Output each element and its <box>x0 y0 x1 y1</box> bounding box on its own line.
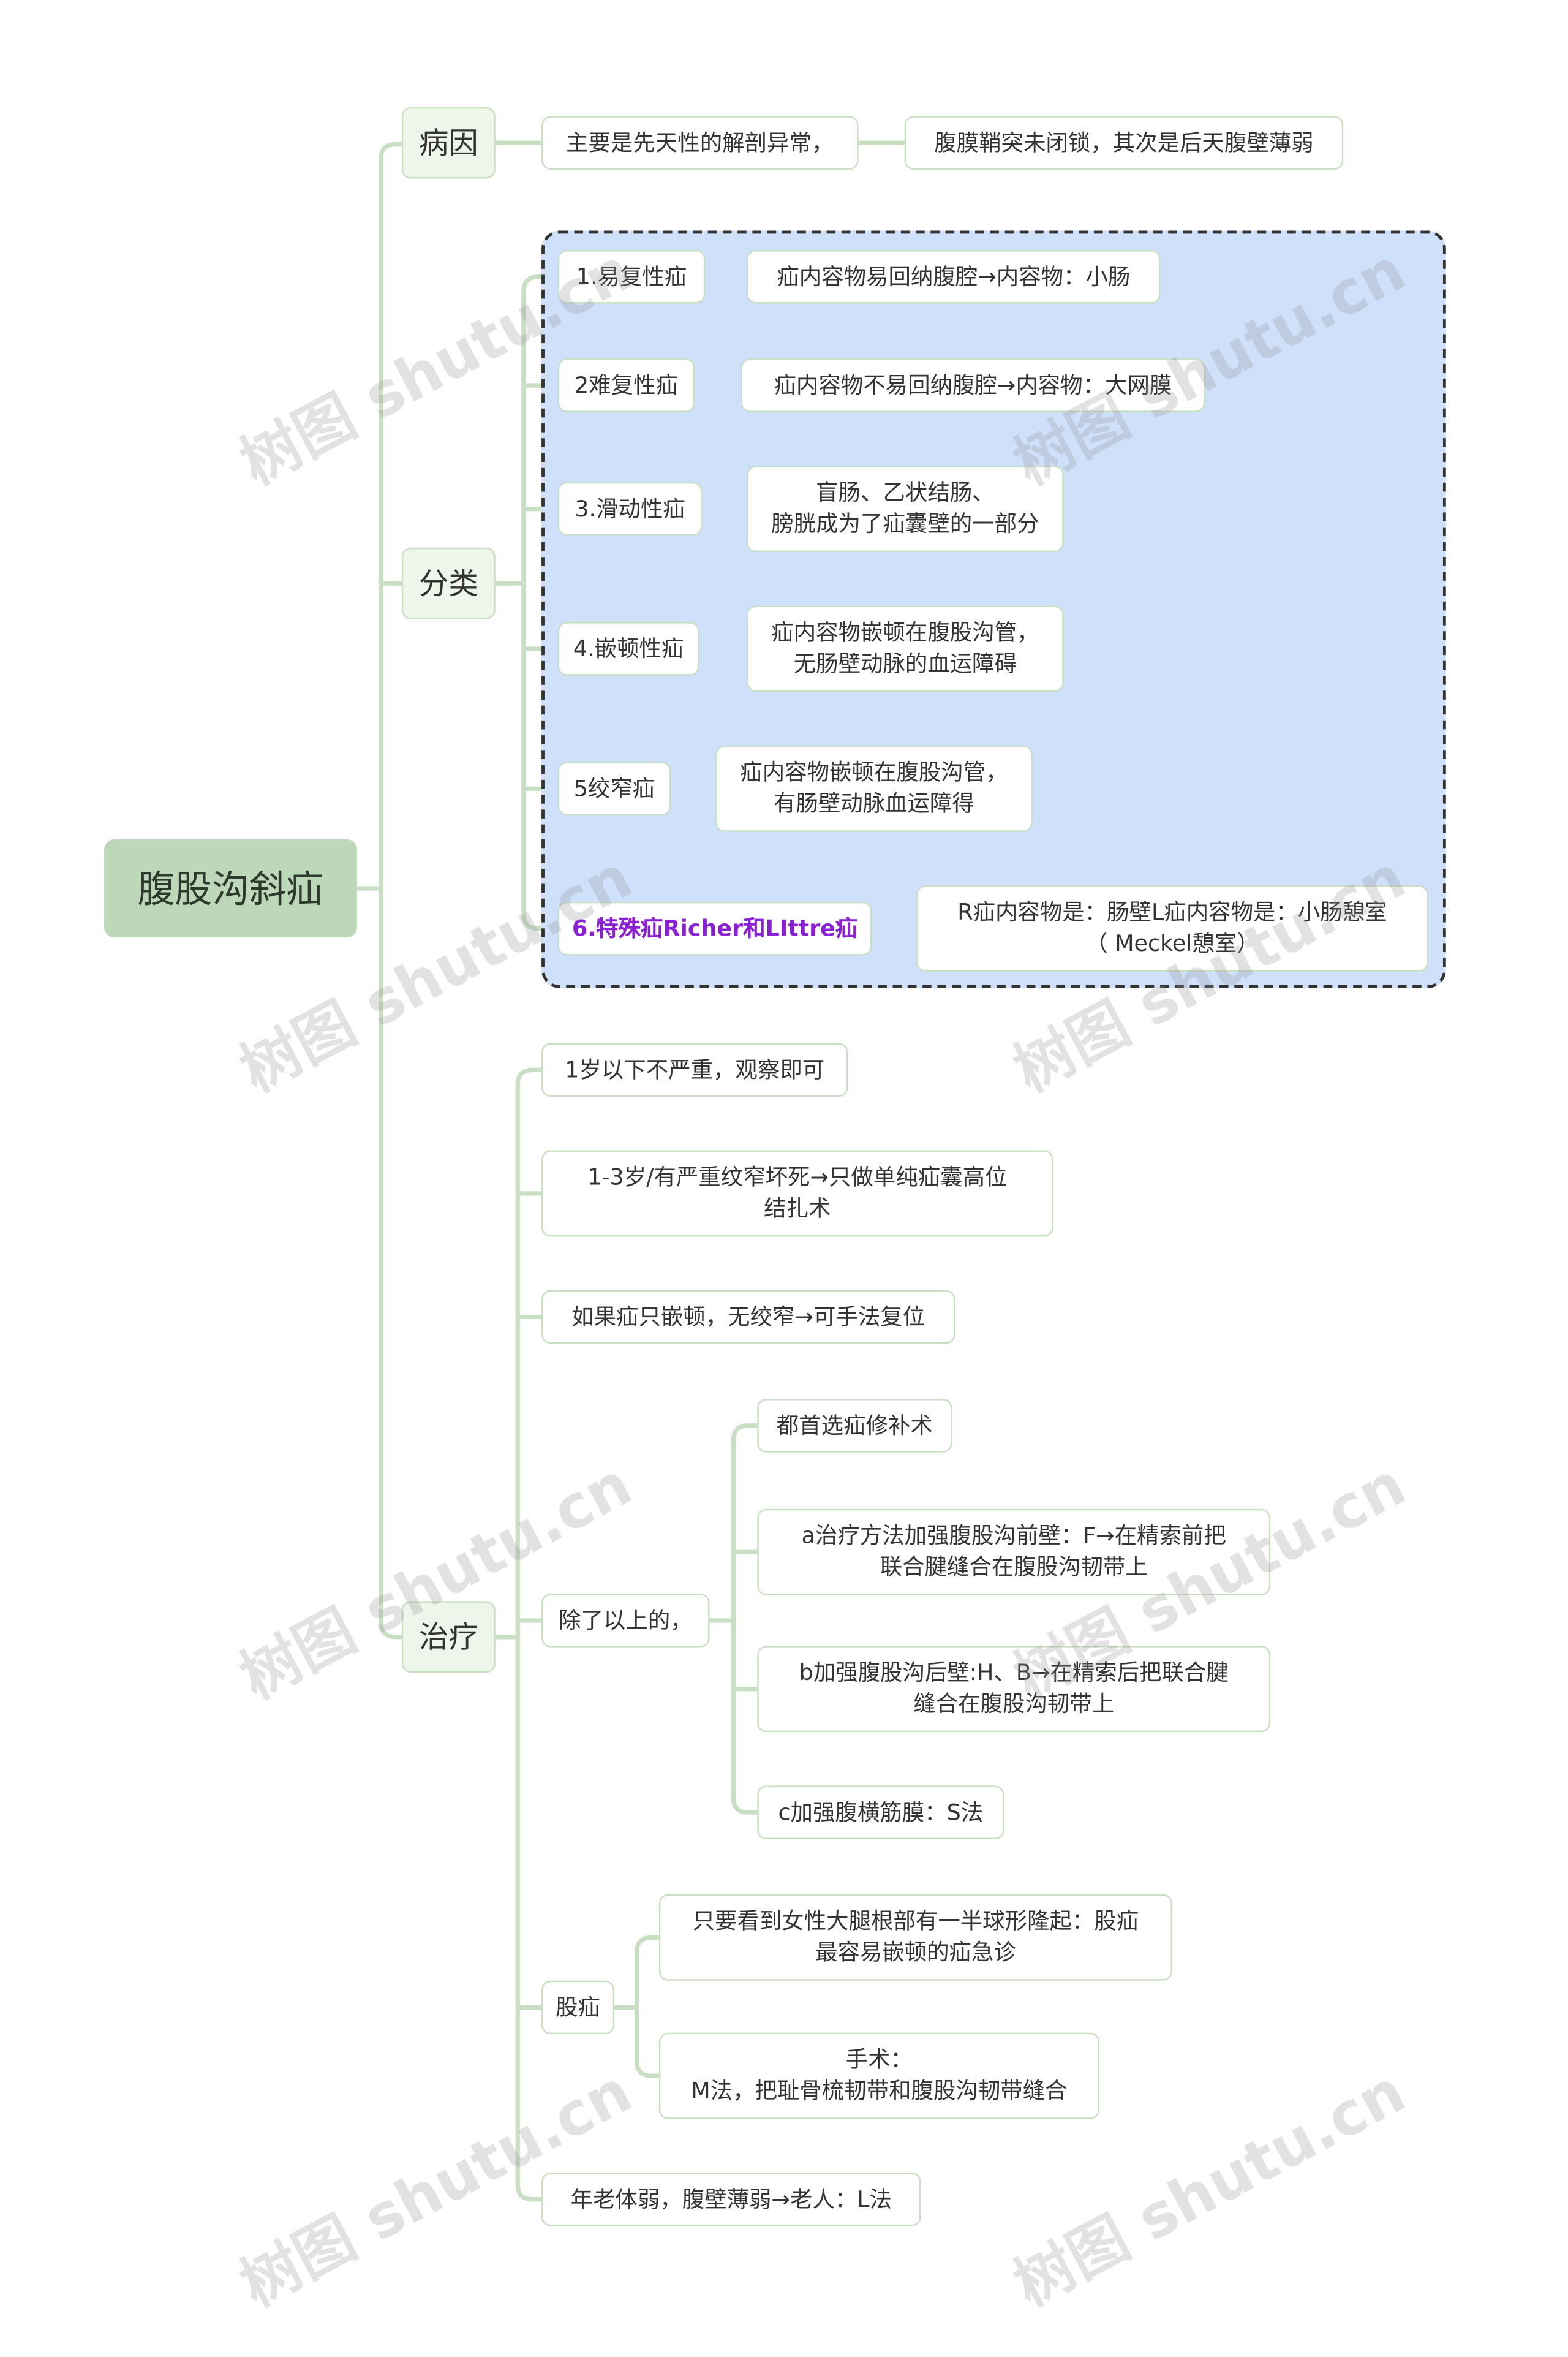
class-detail-irreducible[interactable]: 疝内容物不易回纳腹腔→内容物：大网膜 <box>741 358 1205 412</box>
repair-first-choice[interactable]: 都首选疝修补术 <box>757 1399 952 1453</box>
etiology-detail-2[interactable]: 腹膜鞘突未闭锁，其次是后天腹壁薄弱 <box>904 116 1344 170</box>
treatment-manual-reduction[interactable]: 如果疝只嵌顿，无绞窄→可手法复位 <box>541 1290 956 1344</box>
femoral-diagnosis[interactable]: 只要看到女性大腿根部有一半球形隆起：股疝 最容易嵌顿的疝急诊 <box>658 1894 1172 1981</box>
femoral-hernia[interactable]: 股疝 <box>541 1980 615 2035</box>
repair-transversalis[interactable]: c加强腹横筋膜：S法 <box>757 1785 1005 1839</box>
class-item-irreducible[interactable]: 2难复性疝 <box>557 358 695 412</box>
class-detail-reducible[interactable]: 疝内容物易回纳腹腔→内容物：小肠 <box>747 250 1161 304</box>
repair-posterior-wall[interactable]: b加强腹股沟后壁:H、B→在精索后把联合腱 缝合在腹股沟韧带上 <box>757 1646 1271 1733</box>
root-node[interactable]: 腹股沟斜疝 <box>104 839 357 938</box>
class-item-sliding[interactable]: 3.滑动性疝 <box>557 482 703 536</box>
treatment-elderly[interactable]: 年老体弱，腹壁薄弱→老人：L法 <box>541 2173 921 2226</box>
class-detail-strangulated[interactable]: 疝内容物嵌顿在腹股沟管， 有肠壁动脉血运障得 <box>715 745 1033 832</box>
class-detail-incarcerated[interactable]: 疝内容物嵌顿在腹股沟管， 无肠壁动脉的血运障碍 <box>747 605 1064 692</box>
treatment-other[interactable]: 除了以上的， <box>541 1594 710 1648</box>
class-detail-special[interactable]: R疝内容物是：肠壁L疝内容物是：小肠憩室 （ Meckel憩室） <box>916 885 1428 972</box>
repair-anterior-wall[interactable]: a治疗方法加强腹股沟前壁：F→在精索前把 联合腱缝合在腹股沟韧带上 <box>757 1508 1271 1595</box>
classification-branch[interactable]: 分类 <box>401 547 496 619</box>
class-item-incarcerated[interactable]: 4.嵌顿性疝 <box>557 622 699 676</box>
treatment-one-to-three[interactable]: 1-3岁/有严重纹窄坏死→只做单纯疝囊高位 结扎术 <box>541 1150 1054 1237</box>
class-item-strangulated[interactable]: 5绞窄疝 <box>557 762 671 815</box>
treatment-branch[interactable]: 治疗 <box>401 1601 496 1673</box>
etiology-detail-1[interactable]: 主要是先天性的解剖异常， <box>541 116 859 170</box>
etiology-branch[interactable]: 病因 <box>401 107 496 179</box>
class-item-special[interactable]: 6.特殊疝Richer和LIttre疝 <box>557 901 872 956</box>
femoral-surgery[interactable]: 手术： M法，把耻骨梳韧带和腹股沟韧带缝合 <box>658 2032 1099 2119</box>
class-item-reducible[interactable]: 1.易复性疝 <box>557 250 706 304</box>
treatment-under-one[interactable]: 1岁以下不严重，观察即可 <box>541 1043 848 1097</box>
class-detail-sliding[interactable]: 盲肠、乙状结肠、 膀胱成为了疝囊壁的一部分 <box>747 466 1064 553</box>
